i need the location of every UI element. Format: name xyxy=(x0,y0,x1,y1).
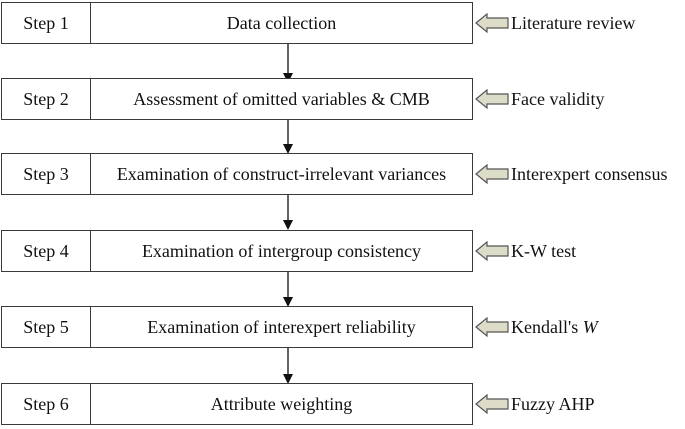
block-arrow-left-icon xyxy=(475,394,509,414)
step-label-4: Step 4 xyxy=(2,231,91,271)
method-5: Kendall's W xyxy=(474,306,685,348)
step-description-1: Data collection xyxy=(226,12,337,33)
step-label-6: Step 6 xyxy=(2,384,91,424)
step-description-6: Attribute weighting xyxy=(210,393,353,414)
step-label-5: Step 5 xyxy=(2,307,91,347)
arrow-down-icon xyxy=(283,348,293,384)
method-text-2: Face validity xyxy=(511,88,605,109)
step-label-3: Step 3 xyxy=(2,154,91,194)
method-text-6: Fuzzy AHP xyxy=(511,393,595,414)
block-arrow-left-icon xyxy=(475,241,509,261)
step-box-3: Step 3 Examination of construct-irreleva… xyxy=(1,153,473,195)
step-box-5: Step 5 Examination of interexpert reliab… xyxy=(1,306,473,348)
method-6: Fuzzy AHP xyxy=(474,383,685,425)
method-text-5: Kendall's W xyxy=(511,316,598,337)
arrow-down-icon xyxy=(283,272,293,307)
step-label-2: Step 2 xyxy=(2,79,91,119)
step-box-4: Step 4 Examination of intergroup consist… xyxy=(1,230,473,272)
arrow-down-icon xyxy=(283,195,293,230)
block-arrow-left-icon xyxy=(475,164,509,184)
block-arrow-left-icon xyxy=(475,317,509,337)
step-box-1: Step 1 Data collection xyxy=(1,2,473,44)
block-arrow-left-icon xyxy=(475,13,509,33)
method-3: Interexpert consensus xyxy=(474,153,685,195)
arrow-down-icon xyxy=(283,120,293,154)
step-label-1: Step 1 xyxy=(2,3,91,43)
method-4: K-W test xyxy=(474,230,685,272)
step-box-2: Step 2 Assessment of omitted variables &… xyxy=(1,78,473,120)
step-description-4: Examination of intergroup consistency xyxy=(141,240,422,261)
step-description-3: Examination of construct-irrelevant vari… xyxy=(116,163,447,184)
method-text-1: Literature review xyxy=(511,12,636,33)
method-1: Literature review xyxy=(474,2,685,44)
step-description-5: Examination of interexpert reliability xyxy=(147,316,416,337)
step-box-6: Step 6 Attribute weighting xyxy=(1,383,473,425)
method-text-4: K-W test xyxy=(511,240,577,261)
method-text-3: Interexpert consensus xyxy=(511,163,668,184)
block-arrow-left-icon xyxy=(475,89,509,109)
method-2: Face validity xyxy=(474,78,685,120)
step-description-2: Assessment of omitted variables & CMB xyxy=(133,88,430,109)
